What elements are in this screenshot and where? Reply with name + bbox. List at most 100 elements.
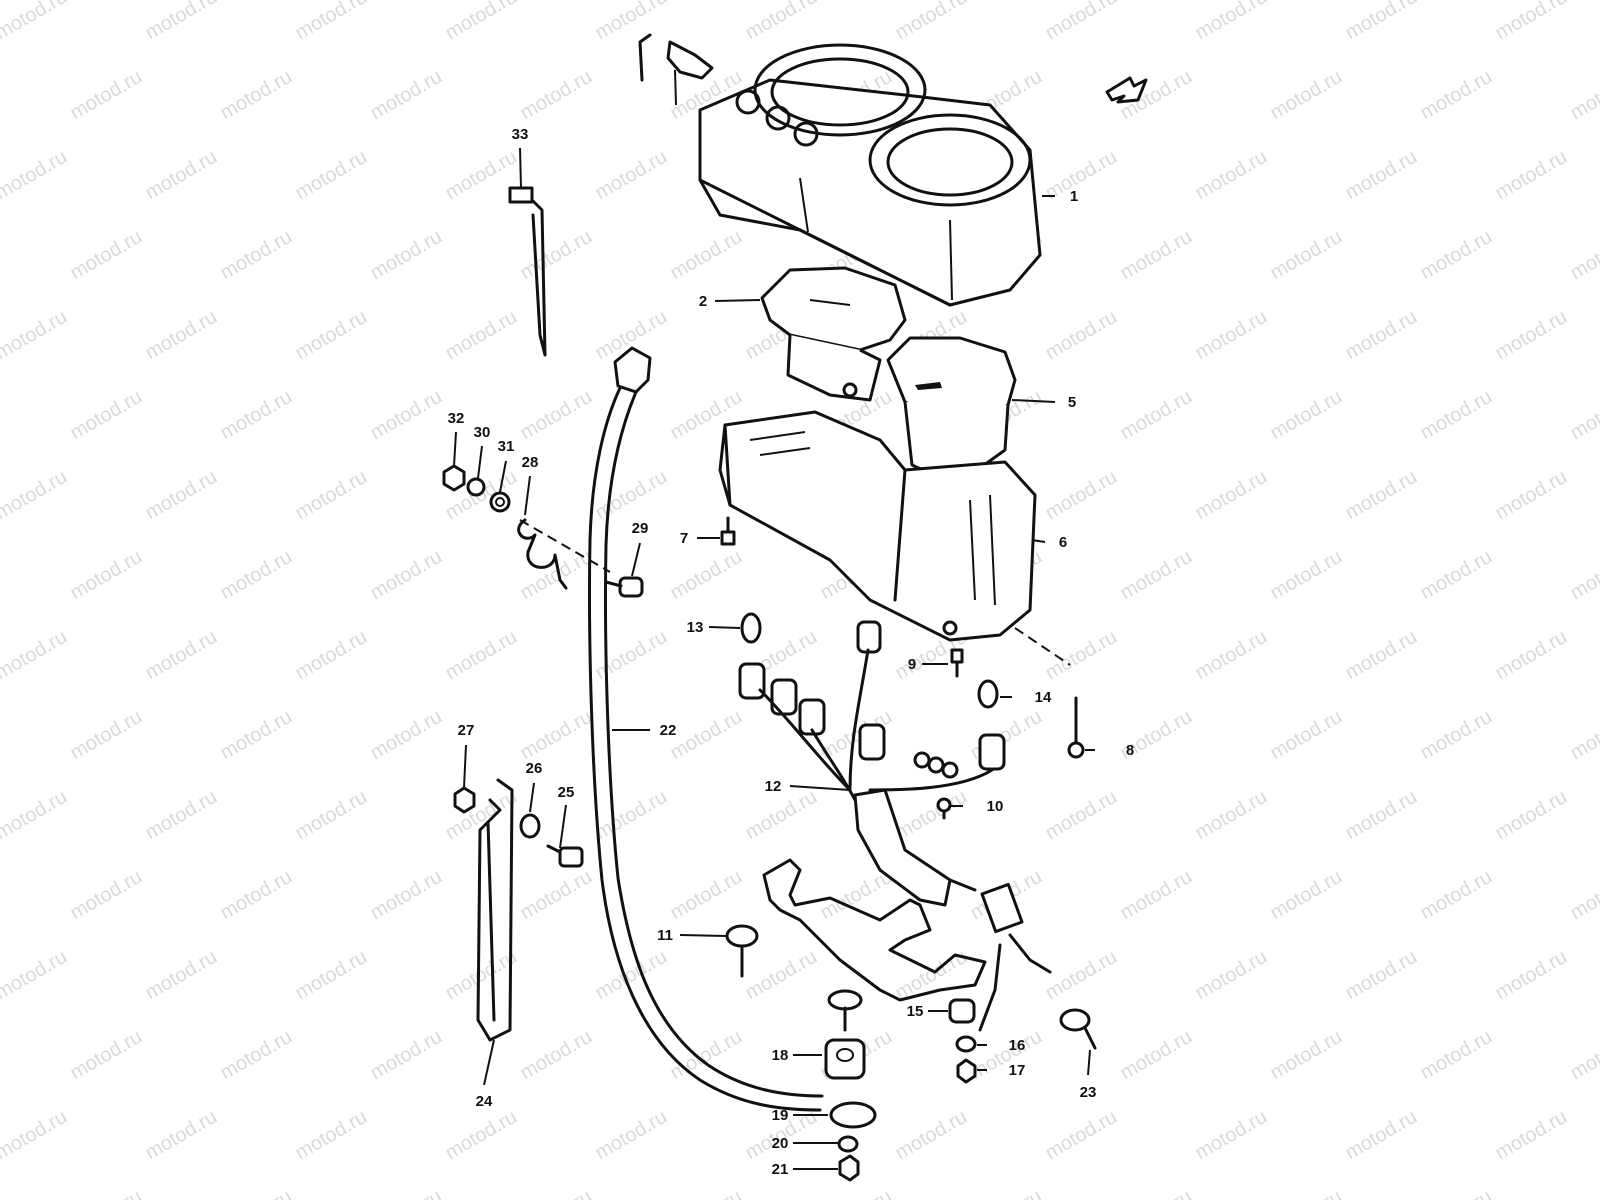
callout-label-15: 15 [907, 1003, 924, 1020]
callout-label-5: 5 [1068, 394, 1076, 411]
watermark-text: motod.ru [0, 946, 71, 1005]
callout-label-18: 18 [772, 1047, 789, 1064]
watermark-text: motod.ru [67, 546, 146, 605]
spring-part-28 [517, 518, 611, 590]
bolt-part-25 [546, 844, 584, 868]
watermark-text: motod.ru [0, 306, 71, 365]
meter-lower-case-part-6 [718, 410, 1037, 642]
watermark-text: motod.ru [1567, 1186, 1600, 1200]
watermark-text: motod.ru [1492, 786, 1571, 845]
watermark-text: motod.ru [1342, 306, 1421, 365]
watermark-text: motod.ru [1042, 0, 1121, 44]
watermark-text: motod.ru [967, 1186, 1046, 1200]
watermark-text: motod.ru [217, 546, 296, 605]
watermark-text: motod.ru [217, 226, 296, 285]
watermark-text: motod.ru [1117, 866, 1196, 925]
watermark-text: motod.ru [292, 1106, 371, 1165]
washer-part-31 [489, 491, 511, 513]
watermark-text: motod.ru [217, 706, 296, 765]
watermark-text: motod.ru [67, 66, 146, 125]
watermark-text: motod.ru [892, 1106, 971, 1165]
watermark-text: motod.ru [367, 226, 446, 285]
watermark-text: motod.ru [667, 706, 746, 765]
callout-leader-30 [477, 445, 483, 479]
callout-leader-27 [463, 744, 467, 789]
band-part-24 [476, 778, 514, 1042]
watermark-text: motod.ru [1042, 466, 1121, 525]
bolt-part-29 [604, 576, 644, 598]
watermark-text: motod.ru [1417, 546, 1496, 605]
watermark-text: motod.ru [142, 946, 221, 1005]
watermark-text: motod.ru [517, 866, 596, 925]
washer-part-16 [955, 1035, 977, 1053]
watermark-text: motod.ru [1117, 546, 1196, 605]
callout-label-9: 9 [908, 656, 916, 673]
callout-label-24: 24 [476, 1093, 493, 1110]
watermark-text: motod.ru [1342, 146, 1421, 205]
washer-part-26 [519, 813, 541, 839]
callout-leader-13 [708, 626, 741, 629]
watermark-text: motod.ru [1042, 626, 1121, 685]
callout-leader-25 [559, 804, 567, 849]
callout-leader-12 [789, 785, 851, 791]
watermark-text: motod.ru [592, 146, 671, 205]
watermark-text: motod.ru [1492, 626, 1571, 685]
screw-part-7 [720, 516, 736, 546]
callout-leader-5 [1011, 399, 1056, 403]
nut-part-17 [956, 1058, 977, 1084]
watermark-text: motod.ru [0, 466, 71, 525]
callout-label-30: 30 [474, 424, 491, 441]
watermark-text: motod.ru [667, 546, 746, 605]
meter-bracket [762, 858, 987, 1002]
pin-part-8 [1014, 627, 1085, 759]
watermark-text: motod.ru [1192, 306, 1271, 365]
watermark-text: motod.ru [367, 386, 446, 445]
watermark-text: motod.ru [517, 66, 596, 125]
screw-part-9 [950, 648, 964, 678]
watermark-text: motod.ru [1267, 706, 1346, 765]
watermark-text: motod.ru [142, 626, 221, 685]
watermark-text: motod.ru [1342, 946, 1421, 1005]
washer-part-20 [837, 1135, 859, 1153]
watermark-text: motod.ru [0, 1106, 71, 1165]
watermark-text: motod.ru [592, 466, 671, 525]
callout-label-23: 23 [1080, 1084, 1097, 1101]
callout-label-8: 8 [1126, 742, 1134, 759]
watermark-text: motod.ru [1567, 226, 1600, 285]
watermark-text: motod.ru [0, 0, 71, 44]
watermark-text: motod.ru [1117, 1026, 1196, 1085]
callout-leader-11 [679, 934, 727, 937]
callout-leader-28 [524, 475, 531, 516]
watermark-text: motod.ru [367, 1026, 446, 1085]
callout-label-28: 28 [522, 454, 539, 471]
meter-case-part-1 [698, 43, 1042, 307]
watermark-text: motod.ru [142, 466, 221, 525]
callout-leader-31 [499, 460, 507, 493]
watermark-text: motod.ru [1192, 466, 1271, 525]
watermark-text: motod.ru [442, 1106, 521, 1165]
watermark-text: motod.ru [217, 66, 296, 125]
speedometer-part-2 [760, 266, 907, 402]
watermark-text: motod.ru [442, 0, 521, 44]
watermark-text: motod.ru [1342, 1106, 1421, 1165]
watermark-text: motod.ru [592, 626, 671, 685]
watermark-text: motod.ru [667, 226, 746, 285]
bolt-part-23 [1059, 1008, 1097, 1050]
washer-part-19 [829, 1101, 877, 1129]
watermark-text: motod.ru [442, 306, 521, 365]
callout-label-20: 20 [772, 1135, 789, 1152]
watermark-text: motod.ru [1117, 226, 1196, 285]
watermark-text: motod.ru [1567, 386, 1600, 445]
watermark-text: motod.ru [217, 1026, 296, 1085]
callout-leader-6 [1031, 539, 1046, 543]
watermark-text: motod.ru [742, 0, 821, 44]
nut-part-21 [838, 1154, 860, 1182]
watermark-text: motod.ru [1192, 0, 1271, 44]
watermark-text: motod.ru [1492, 146, 1571, 205]
watermark-text: motod.ru [1492, 1106, 1571, 1165]
watermark-text: motod.ru [142, 306, 221, 365]
watermark-text: motod.ru [967, 706, 1046, 765]
watermark-text: motod.ru [142, 146, 221, 205]
watermark-text: motod.ru [1042, 1106, 1121, 1165]
watermark-text: motod.ru [442, 626, 521, 685]
